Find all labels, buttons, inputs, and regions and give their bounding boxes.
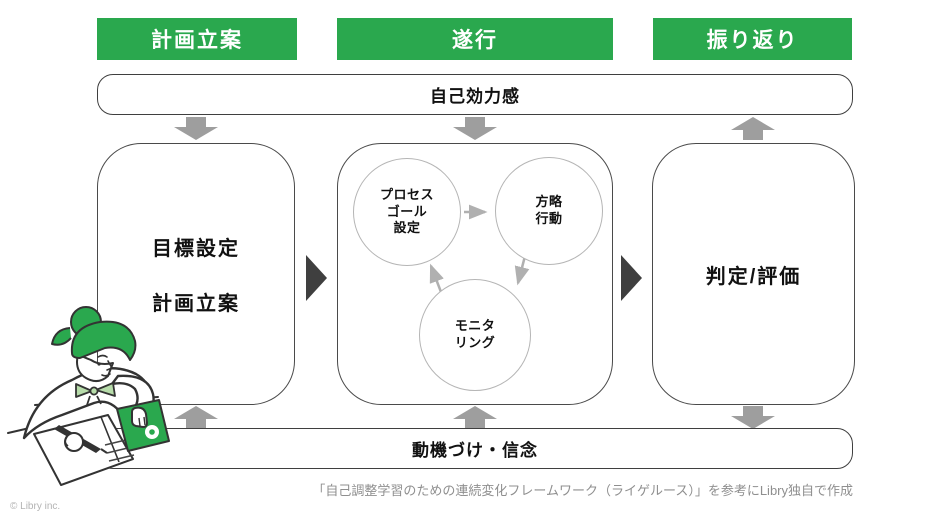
goal-setting-line: 目標設定 <box>152 238 240 260</box>
phase-header-reflection: 振り返り <box>653 18 852 60</box>
goal-setting-box: 目標設定 計画立案 <box>97 143 295 405</box>
person-writing-illustration <box>7 306 170 486</box>
execution-cycle-box: プロセス ゴール 設定 方略 行動 モニタ リング <box>337 143 613 405</box>
pointing-hand <box>131 406 148 428</box>
phase-header-planning: 計画立案 <box>97 18 297 60</box>
phase-header-execution-label: 遂行 <box>452 29 498 52</box>
up-arrow-icon <box>453 406 497 429</box>
paper-sheets <box>33 414 135 486</box>
hair <box>70 320 137 361</box>
monitoring-line: モニタ <box>454 318 496 334</box>
strategy-action-line: 行動 <box>535 211 563 226</box>
process-goal-line: プロセス <box>379 186 434 202</box>
down-arrow-icon <box>453 117 497 140</box>
motivation-belief-bar: 動機づけ・信念 <box>97 428 853 469</box>
pen-and-hand <box>54 425 108 454</box>
planning-line: 計画立案 <box>152 293 240 315</box>
source-caption: 「自己調整学習のための連続変化フレームワーク（ライゲルース）」を参考にLibry… <box>312 483 853 498</box>
strategy-action-circle: 方略 行動 <box>495 157 603 265</box>
face <box>76 353 114 382</box>
face-features <box>97 354 114 377</box>
process-goal-circle: プロセス ゴール 設定 <box>353 158 461 266</box>
cycle-arrows <box>429 204 530 293</box>
monitoring-line: リング <box>454 335 496 350</box>
up-arrow-icon <box>731 117 775 140</box>
up-arrow-icon <box>174 406 218 429</box>
chevron-right-icon <box>306 255 327 301</box>
phase-header-reflection-label: 振り返り <box>706 29 799 52</box>
neck-bow <box>75 382 116 406</box>
strategy-action-line: 方略 <box>535 194 563 210</box>
self-efficacy-bar: 自己効力感 <box>97 74 853 115</box>
self-efficacy-label: 自己効力感 <box>430 87 520 106</box>
phase-header-planning-label: 計画立案 <box>151 29 243 52</box>
process-goal-line: ゴール <box>386 203 428 219</box>
down-arrow-icon <box>731 406 775 429</box>
chevron-right-icon <box>621 255 642 301</box>
down-arrow-icon <box>174 117 218 140</box>
evaluation-box: 判定/評価 <box>652 143 855 405</box>
process-goal-line: 設定 <box>393 220 421 236</box>
copyright-note: © Libry inc. <box>10 501 61 512</box>
motivation-belief-label: 動機づけ・信念 <box>412 441 538 460</box>
monitoring-circle: モニタ リング <box>419 279 531 391</box>
phase-header-execution: 遂行 <box>337 18 613 60</box>
evaluation-label: 判定/評価 <box>705 265 802 288</box>
evaluation-box-text: 判定/評価 <box>653 144 854 404</box>
goal-setting-box-text: 目標設定 計画立案 <box>98 144 294 404</box>
